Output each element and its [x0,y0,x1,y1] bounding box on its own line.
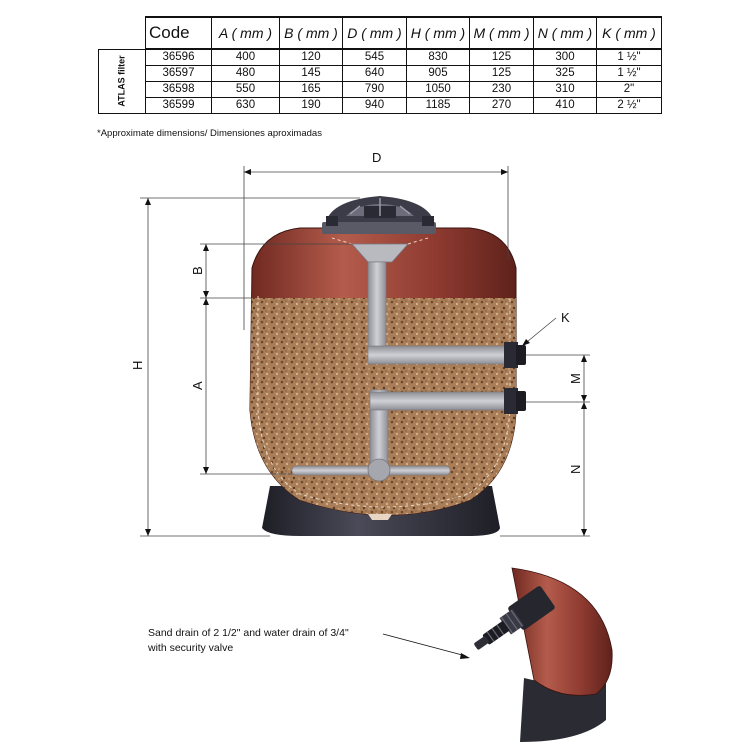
bottom-drain [368,514,392,520]
label-d: D [372,150,381,165]
label-b: B [190,266,205,275]
header-n: N ( mm ) [533,16,597,50]
header-b: B ( mm ) [279,16,343,50]
table-cell: 36599 [145,97,212,114]
table-row: 36598 550 165 790 1050 230 310 2" [99,81,662,98]
header-code: Code [145,16,212,50]
drain-note-line-2: with security valve [148,642,234,654]
table-cell: 410 [533,97,597,114]
table-cell: 190 [279,97,343,114]
tank-inner-outline [257,296,511,508]
table-cell: 630 [211,97,280,114]
table-cell: 2 ½" [596,97,662,114]
drain-note-line-1: Sand drain of 2 1/2" and water drain of … [148,627,349,639]
dimensions-table: Code A ( mm ) B ( mm ) D ( mm ) H ( mm )… [98,16,662,114]
header-k: K ( mm ) [596,16,662,50]
top-valve [322,196,436,234]
table-corner-cell [98,17,146,49]
dimension-lines [140,166,590,537]
table-row: ATLAS filter 36596 400 120 545 830 125 3… [98,48,662,114]
table-cell: 640 [342,65,407,82]
side-outlets [504,342,526,414]
table-cell: 550 [211,81,280,98]
table-cell: 125 [469,48,534,66]
header-a: A ( mm ) [211,16,280,50]
table-cell: 830 [406,48,470,66]
label-m: M [568,373,583,384]
table-cell: 36596 [145,48,212,66]
drain-detail [474,567,613,742]
dimension-arrows [145,169,587,536]
table-cell: 36598 [145,81,212,98]
header-m: M ( mm ) [469,16,534,50]
drain-leader-line [382,633,467,657]
approximate-dimensions-note: *Approximate dimensions/ Dimensiones apr… [97,128,322,139]
table-cell: 1050 [406,81,470,98]
header-h: H ( mm ) [406,16,470,50]
table-cell: 1 ½" [596,48,662,66]
table-cell: 120 [279,48,343,66]
model-cell: ATLAS filter [98,48,146,114]
label-n: N [568,465,583,474]
label-a: A [190,381,205,390]
table-cell: 325 [533,65,597,82]
drain-note: Sand drain of 2 1/2" and water drain of … [148,626,349,656]
table-header-row: Code A ( mm ) B ( mm ) D ( mm ) H ( mm )… [98,16,662,50]
internal-pipework [291,237,509,482]
table-cell: 940 [342,97,407,114]
label-h: H [130,361,145,370]
drain-leader-arrow [460,653,470,659]
label-k: K [561,310,570,325]
table-cell: 310 [533,81,597,98]
table-row: 36599 630 190 940 1185 270 410 2 ½" [99,97,662,114]
